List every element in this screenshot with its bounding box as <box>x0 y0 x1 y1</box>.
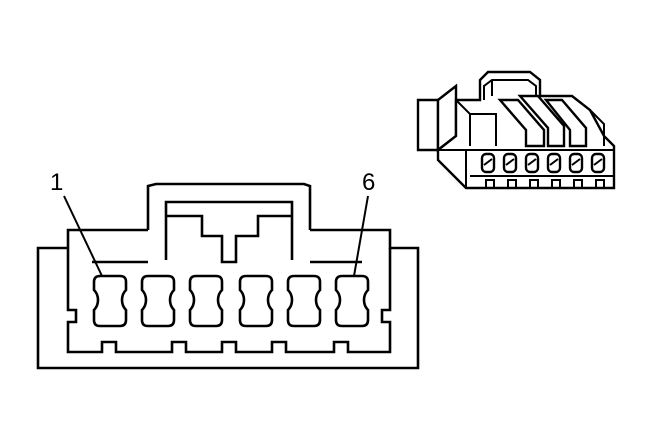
pin-label-6: 6 <box>362 169 375 196</box>
iso-bottom-notches <box>485 179 605 188</box>
iso-rib-2 <box>517 94 566 148</box>
terminal-cavity-2 <box>140 274 176 328</box>
leader-line-pin-6 <box>353 195 369 277</box>
terminal-cavity-1 <box>92 274 128 328</box>
terminal-cavity-6 <box>334 274 370 328</box>
terminal-cavity-3 <box>188 274 224 328</box>
connector-front-view <box>36 182 420 370</box>
connector-isometric-view <box>416 70 616 190</box>
iso-front-step <box>470 113 497 146</box>
terminal-cavity-5 <box>286 274 322 328</box>
latch-inner-opening <box>164 200 294 260</box>
terminal-cavity-4 <box>238 274 274 328</box>
housing-outline <box>36 228 420 370</box>
housing-left-shoulder <box>66 228 148 248</box>
iso-rib-3 <box>543 98 588 148</box>
latch-outer <box>146 182 312 230</box>
connector-inner-face <box>66 248 392 354</box>
iso-rib-1 <box>497 98 546 148</box>
iso-right-step <box>589 109 605 146</box>
iso-left-end-face <box>416 98 440 152</box>
terminal-cavities <box>92 274 370 328</box>
iso-latch <box>483 79 537 100</box>
leader-line-pin-1 <box>63 195 103 277</box>
pin-label-1: 1 <box>50 169 63 196</box>
iso-terminal-cavities <box>480 152 606 174</box>
latch-tooth <box>166 214 292 264</box>
